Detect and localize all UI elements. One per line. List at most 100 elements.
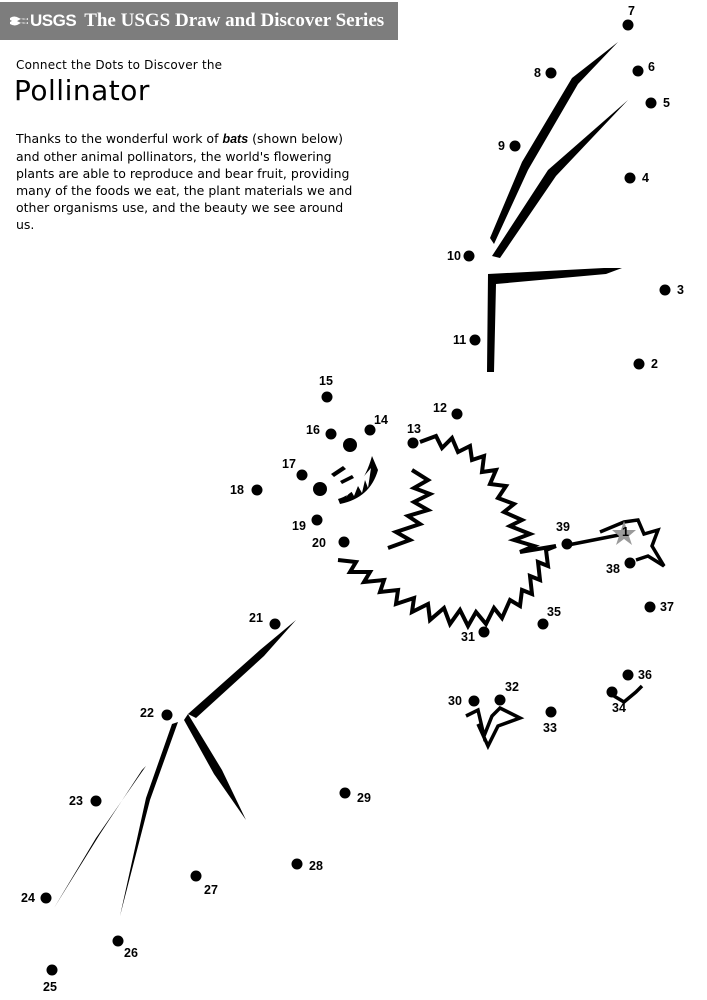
dot-marker: [644, 601, 656, 613]
dot-21: 21: [249, 611, 281, 630]
dot-number-label: 36: [638, 668, 652, 682]
dot-marker: [478, 626, 490, 638]
dot-27: 27: [190, 870, 218, 897]
dot-9: 9: [498, 139, 521, 153]
dot-18: 18: [230, 483, 263, 497]
dot-number-label: 8: [534, 66, 541, 80]
dot-28: 28: [291, 858, 323, 873]
intro-text-before: Thanks to the wonderful work of: [16, 131, 223, 146]
dot-number-label: 29: [357, 791, 371, 805]
dot-30: 30: [448, 694, 480, 708]
upper-wing-strokes: [487, 42, 628, 372]
dot-14: 14: [364, 413, 388, 436]
dot-34: 34: [606, 686, 626, 715]
dot-13: 13: [407, 422, 421, 449]
dot-1: 1: [622, 525, 629, 539]
dot-number-label: 13: [407, 422, 421, 436]
dot-number-label: 18: [230, 483, 244, 497]
dot-marker: [645, 97, 657, 109]
bat-nostril: [331, 466, 346, 477]
dot-20: 20: [312, 536, 350, 550]
dot-number-label: 26: [124, 946, 138, 960]
dot-marker: [545, 706, 557, 718]
dot-number-label: 10: [447, 249, 461, 263]
dot-number-label: 22: [140, 706, 154, 720]
dot-number-label: 27: [204, 883, 218, 897]
dot-marker: [622, 19, 634, 31]
dot-number-label: 20: [312, 536, 326, 550]
dot-marker: [321, 391, 333, 403]
dot-number-label: 6: [648, 60, 655, 74]
bat-eye: [313, 482, 327, 496]
dot-marker: [469, 334, 481, 346]
dot-number-label: 25: [43, 980, 57, 994]
wing-bone-stroke: [184, 714, 246, 820]
dot-number-label: 1: [622, 525, 629, 539]
dot-number-label: 14: [374, 413, 388, 427]
dot-2: 2: [633, 357, 658, 371]
page-title: Pollinator: [14, 74, 150, 107]
fur-lower-edge: [337, 544, 557, 631]
intro-bold-word: bats: [222, 132, 249, 146]
dot-33: 33: [543, 706, 557, 735]
dot-5: 5: [645, 96, 670, 110]
dot-marker: [112, 935, 124, 947]
dot-marker: [561, 538, 573, 550]
usgs-logo-text: USGS: [30, 11, 77, 30]
bat-face: [313, 438, 378, 504]
dot-38: 38: [606, 557, 636, 576]
dot-marker: [161, 709, 173, 721]
dot-marker: [269, 618, 281, 630]
dot-marker: [624, 172, 636, 184]
dot-number-label: 9: [498, 139, 505, 153]
dot-number-label: 32: [505, 680, 519, 694]
dot-marker: [632, 65, 644, 77]
dot-marker: [451, 408, 463, 420]
dot-8: 8: [534, 66, 557, 80]
dot-number-label: 21: [249, 611, 263, 625]
dot-number-label: 3: [677, 283, 684, 297]
wing-bone-stroke: [492, 100, 628, 258]
dot-22: 22: [140, 706, 173, 721]
dot-marker: [339, 787, 351, 799]
dot-number-label: 34: [612, 701, 626, 715]
dot-number-label: 30: [448, 694, 462, 708]
leg-stroke: [567, 532, 625, 547]
usgs-wave-icon: [10, 16, 28, 26]
dot-marker: [190, 870, 202, 882]
dot-marker: [659, 284, 671, 296]
usgs-logo: USGS: [10, 11, 77, 31]
bat-nostril: [340, 475, 354, 484]
dot-number-label: 11: [453, 333, 466, 347]
dot-marker: [545, 67, 557, 79]
foot-claw-outline: [599, 518, 666, 568]
dot-35: 35: [537, 605, 561, 630]
dot-10: 10: [447, 249, 475, 263]
wing-bone-stroke: [490, 42, 618, 244]
dot-number-label: 12: [433, 401, 447, 415]
bat-mouth: [338, 456, 378, 504]
fur-upper-edge: [419, 433, 557, 554]
dot-marker: [624, 557, 636, 569]
dot-31: 31: [461, 626, 490, 644]
dot-marker: [325, 428, 337, 440]
dot-3: 3: [659, 283, 684, 297]
dot-24: 24: [21, 891, 52, 905]
start-star-icon: [612, 521, 636, 545]
dot-number-label: 7: [628, 4, 635, 18]
dot-number-label: 38: [606, 562, 620, 576]
dot-number-label: 31: [461, 630, 475, 644]
dot-26: 26: [112, 935, 138, 960]
series-header: USGS The USGS Draw and Discover Series: [0, 2, 398, 40]
dot-number-label: 24: [21, 891, 35, 905]
dot-11: 11: [453, 333, 481, 347]
dot-36: 36: [622, 668, 652, 682]
dots-layer: 1234567891011121314151617181920212223242…: [21, 4, 684, 994]
dot-37: 37: [644, 600, 674, 614]
dot-marker: [633, 358, 645, 370]
series-title: The USGS Draw and Discover Series: [84, 10, 385, 31]
dot-number-label: 37: [660, 600, 674, 614]
dot-marker: [364, 424, 376, 436]
dot-number-label: 15: [319, 374, 333, 388]
